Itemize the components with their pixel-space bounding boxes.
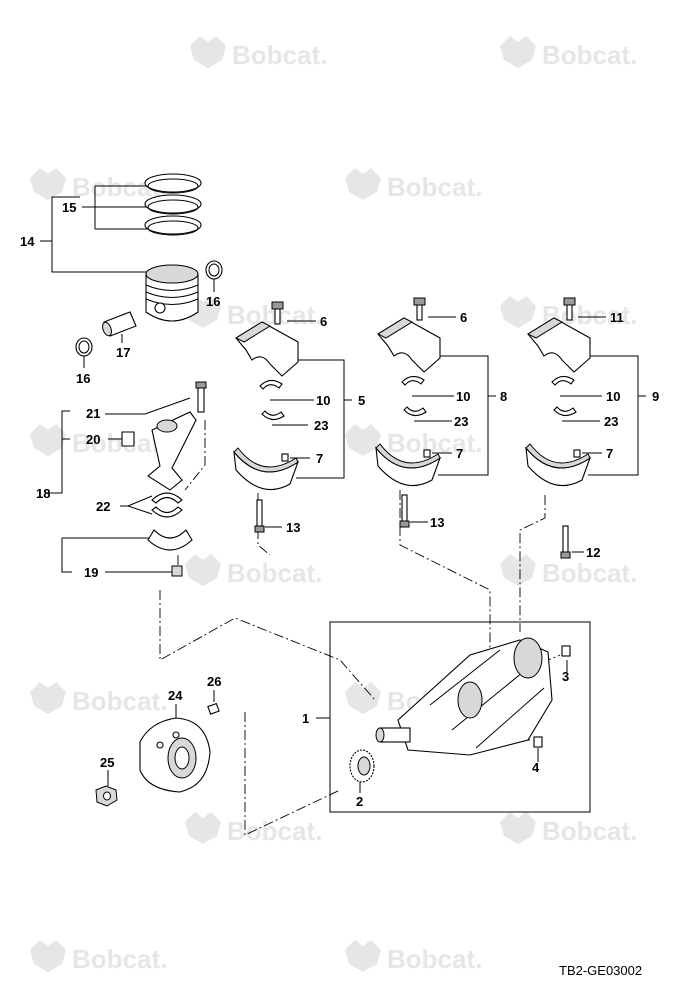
crankshaft: [375, 637, 571, 756]
piston-pin: [102, 311, 137, 337]
callout-13-a: 13: [286, 520, 300, 535]
watermark-logo: [345, 424, 381, 456]
rod-bearings: [151, 492, 183, 518]
callout-labels: 1514161716212018221961023756102378111023…: [20, 200, 659, 809]
connecting-rod: [121, 381, 207, 491]
main-bearing-housings: [233, 297, 592, 491]
watermark-logo: [190, 36, 226, 68]
callout-11: 11: [610, 310, 624, 325]
callout-23-a: 23: [314, 418, 328, 433]
watermark-logo: [500, 812, 536, 844]
watermark-text: Bobcat.: [542, 558, 637, 588]
watermark-text: Bobcat.: [542, 40, 637, 70]
watermark-logo: [30, 168, 66, 200]
callout-16-lower: 16: [76, 371, 90, 386]
leader-lines: [40, 185, 646, 813]
watermark-logo: [30, 424, 66, 456]
watermark-text: Bobcat.: [232, 40, 327, 70]
callout-6-b: 6: [460, 310, 467, 325]
watermark-logo: [345, 940, 381, 972]
callout-5: 5: [358, 393, 365, 408]
pulley-nut: [95, 785, 118, 807]
callout-21: 21: [86, 406, 100, 421]
watermark-logo: [500, 36, 536, 68]
snap-rings: [75, 260, 223, 357]
cap-bolts: [254, 494, 571, 559]
main-bearing-housing: [233, 301, 300, 491]
crank-pulley: [139, 717, 211, 793]
callout-10-a: 10: [316, 393, 330, 408]
watermark-logo: [185, 812, 221, 844]
callout-16-upper: 16: [206, 294, 220, 309]
watermark-text: Bobcat.: [387, 172, 482, 202]
watermark-text: Bobcat.: [227, 558, 322, 588]
watermark-text: Bobcat.: [72, 428, 167, 458]
callout-13-b: 13: [430, 515, 444, 530]
crank-gear: [349, 749, 375, 783]
watermark-text: Bobcat.: [387, 944, 482, 974]
watermark-text: Bobcat.: [542, 816, 637, 846]
watermark-layer: Bobcat. Bobcat. Bobcat. Bobcat. Bobcat. Bobca…: [30, 36, 637, 974]
main-bearing-housing: [525, 297, 592, 487]
watermark-text: Bobcat.: [72, 686, 167, 716]
callout-6-a: 6: [320, 314, 327, 329]
callout-9: 9: [652, 389, 659, 404]
callout-10-b: 10: [456, 389, 470, 404]
callout-14: 14: [20, 234, 35, 249]
callout-7-b: 7: [456, 446, 463, 461]
callout-18: 18: [36, 486, 50, 501]
watermark-logo: [30, 940, 66, 972]
callout-23-c: 23: [604, 414, 618, 429]
callout-1: 1: [302, 711, 309, 726]
callout-20: 20: [86, 432, 100, 447]
callout-7-a: 7: [316, 451, 323, 466]
watermark-logo: [30, 682, 66, 714]
callout-2: 2: [356, 794, 363, 809]
callout-12: 12: [586, 545, 600, 560]
watermark-text: Bobcat.: [227, 816, 322, 846]
watermark-text: Bobcat.: [72, 944, 167, 974]
callout-17: 17: [116, 345, 130, 360]
piston-rings: [144, 173, 202, 236]
callout-25: 25: [100, 755, 114, 770]
piston: [145, 264, 199, 322]
watermark-logo: [500, 296, 536, 328]
watermark-logo: [345, 682, 381, 714]
watermark-logo: [500, 554, 536, 586]
callout-23-b: 23: [454, 414, 468, 429]
watermark-logo: [345, 168, 381, 200]
figure-code: TB2-GE03002: [559, 963, 642, 978]
callout-4: 4: [532, 760, 540, 775]
callout-19: 19: [84, 565, 98, 580]
pulley-pin: [207, 702, 220, 715]
callout-7-c: 7: [606, 446, 613, 461]
callout-3: 3: [562, 669, 569, 684]
main-bearing-housing: [375, 297, 442, 487]
rod-cap: [147, 529, 193, 577]
callout-26: 26: [207, 674, 221, 689]
callout-15: 15: [62, 200, 76, 215]
callout-10-c: 10: [606, 389, 620, 404]
callout-8: 8: [500, 389, 507, 404]
watermark-logo: [185, 554, 221, 586]
callout-22: 22: [96, 499, 110, 514]
callout-24: 24: [168, 688, 183, 703]
